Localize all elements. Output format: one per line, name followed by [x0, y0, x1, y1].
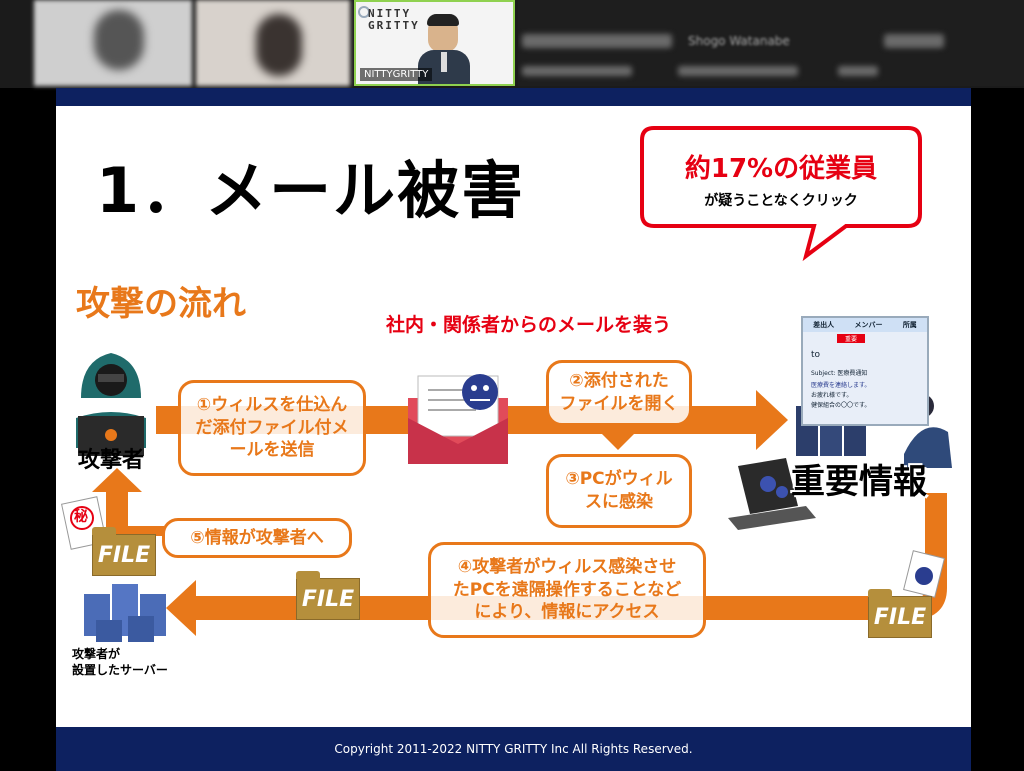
left-up-arrowhead — [92, 468, 142, 492]
hacker-icon — [76, 353, 146, 456]
speaker-name-label: NITTYGRITTY — [360, 68, 433, 81]
attack-flow-heading: 攻撃の流れ — [76, 284, 246, 324]
participant-strip: NITTY GRITTY NITTYGRITTY Shogo Watanabe — [0, 0, 1024, 88]
company-logo-ring-icon — [358, 6, 370, 18]
subject-line: Subject: 医療費通知 — [811, 370, 868, 377]
participant-video-2[interactable] — [196, 0, 350, 86]
participant-name-tiles: Shogo Watanabe — [518, 0, 1024, 86]
file-icon-middle: FILE — [296, 571, 360, 620]
slide-title: 1．メール被害 — [96, 154, 526, 227]
attacker-server-icon — [84, 584, 166, 642]
to-field: to — [811, 350, 821, 360]
company-logo: NITTY GRITTY — [368, 7, 420, 32]
important-tag: 重要 — [837, 334, 865, 343]
email-body-line-3: 健保組合の〇〇です。 — [811, 402, 871, 409]
infected-laptop-icon — [728, 458, 816, 530]
attacker-label: 攻撃者 — [78, 448, 145, 473]
slide-top-bar — [56, 88, 971, 106]
participant-name-shogo[interactable]: Shogo Watanabe — [688, 34, 790, 48]
shared-slide: 1．メール被害 約17%の従業員 が疑うことなくクリック 攻撃の流れ 社内・関係… — [56, 88, 971, 771]
step-5-box: ⑤情報が攻撃者へ — [162, 518, 352, 558]
callout: 約17%の従業員 が疑うことなくクリック — [646, 126, 916, 236]
step-1-box: ①ウィルスを仕込ん だ添付ファイル付メ ールを送信 — [178, 380, 366, 476]
file-icon-right: FILE — [868, 589, 932, 638]
attacker-server-label: 攻撃者が 設置したサーバー — [72, 647, 168, 677]
copyright-text: Copyright 2011-2022 NITTY GRITTY Inc All… — [334, 742, 693, 756]
callout-bubble — [640, 126, 922, 262]
step-2-to-3-arrow — [598, 430, 638, 450]
participant-video-1[interactable] — [34, 0, 192, 86]
virus-document-icon — [903, 550, 945, 598]
speaker-person — [418, 14, 470, 84]
virus-icon — [462, 374, 498, 410]
slide-footer: Copyright 2011-2022 NITTY GRITTY Inc All… — [56, 727, 971, 771]
file-icon-left: FILE — [92, 527, 156, 576]
email-screen-panel: 差出人 メンバー 所属 重要 to Subject: 医療費通知 医療費を連絡し… — [801, 316, 929, 426]
step-2-box: ②添付された ファイルを開く — [546, 360, 692, 426]
active-speaker-video[interactable]: NITTY GRITTY NITTYGRITTY — [354, 0, 515, 86]
step-4-box: ④攻撃者がウィルス感染させ たPCを遠隔操作することなど により、情報にアクセス — [428, 542, 706, 638]
callout-headline: 約17%の従業員 — [684, 154, 878, 184]
bottom-flow-arrowhead — [166, 580, 196, 636]
impersonation-heading: 社内・関係者からのメールを装う — [386, 314, 672, 336]
left-up-band — [106, 490, 128, 538]
secret-mark: 秘 — [74, 509, 88, 525]
top-flow-arrowhead — [756, 390, 788, 450]
important-info-label: 重要情報 — [791, 462, 927, 502]
email-body-line-1: 医療費を連絡します。 — [811, 382, 871, 389]
callout-subtext: が疑うことなくクリック — [704, 193, 858, 209]
step-3-box: ③PCがウィル スに感染 — [546, 454, 692, 528]
email-body-line-2: お疲れ様です。 — [811, 392, 853, 399]
